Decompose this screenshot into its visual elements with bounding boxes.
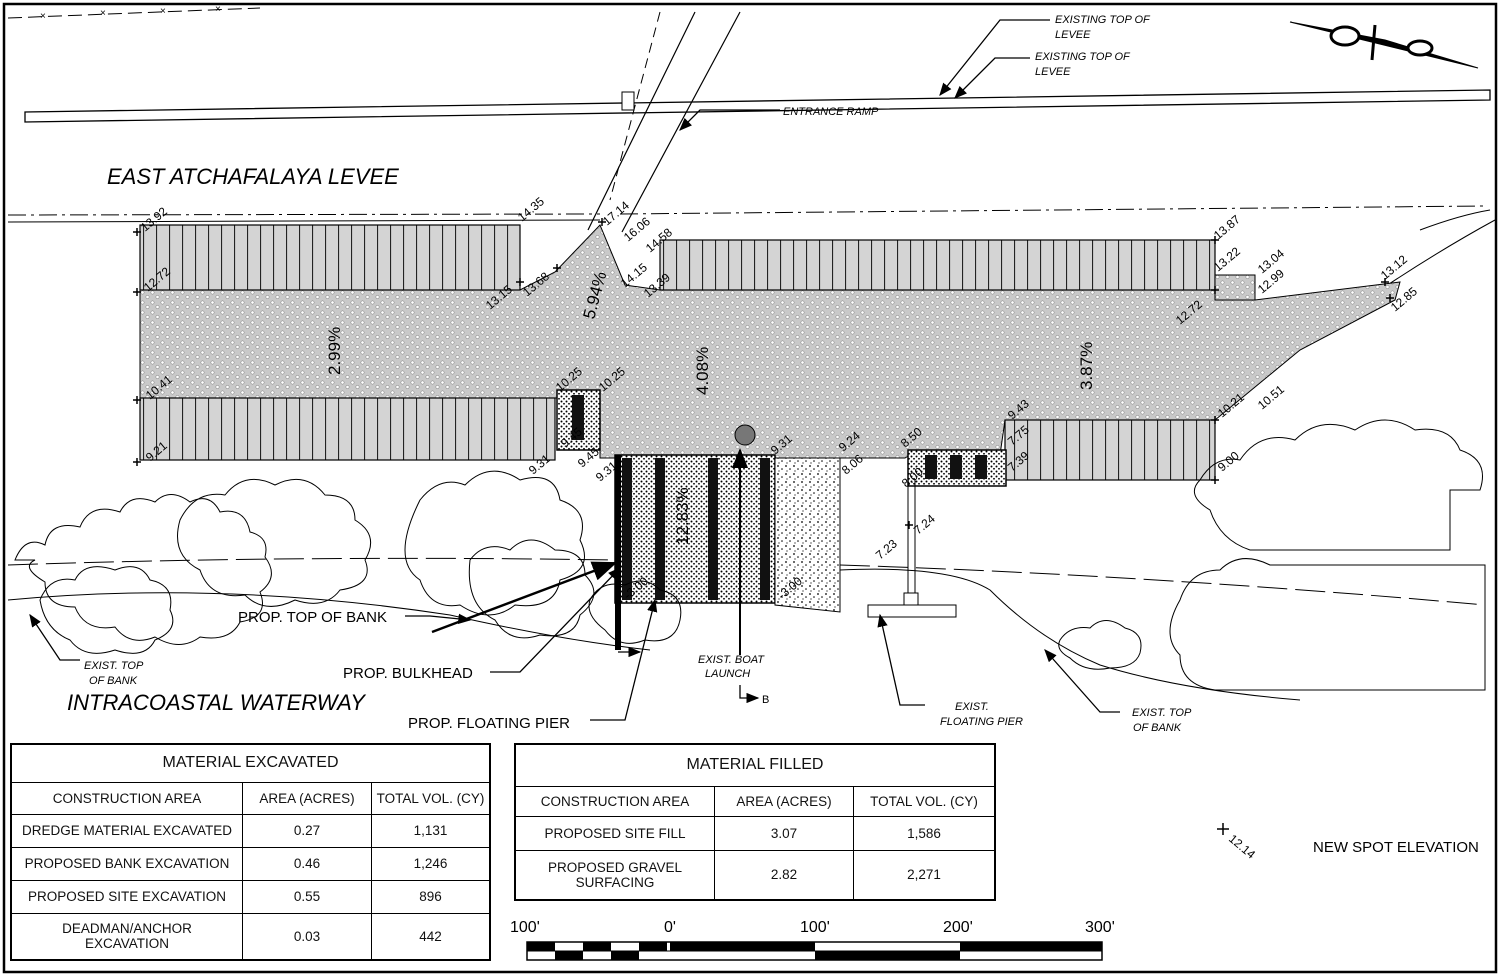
exist-floating-pier	[867, 604, 957, 618]
slope-label: 12.83%	[673, 487, 692, 545]
table-row: PROPOSED GRAVEL SURFACING 2.82 2,271	[514, 849, 996, 901]
svg-text:×: ×	[40, 11, 46, 22]
scale-tick-label: 100'	[800, 919, 830, 936]
parking-stalls-ne	[659, 239, 1216, 291]
prop-top-of-bank-label: PROP. TOP OF BANK	[238, 609, 387, 626]
levee-crest	[24, 89, 1491, 123]
parking-stalls-sw	[139, 397, 556, 461]
material-excavated-table: MATERIAL EXCAVATED CONSTRUCTION AREA ARE…	[10, 743, 491, 961]
entrance-ramp	[587, 11, 741, 233]
slope-label: 2.99%	[325, 327, 344, 375]
parking-stalls-se	[1004, 419, 1216, 481]
svg-text:FLOATING PIER: FLOATING PIER	[940, 716, 1023, 728]
levee-name-label: EAST ATCHAFALAYA LEVEE	[107, 164, 399, 189]
existing-top-of-levee-label-2: EXISTING TOP OF	[1035, 51, 1131, 63]
road-edge	[7, 205, 1486, 216]
svg-text:×: ×	[215, 4, 221, 15]
spot-elevation-label: 7.23	[873, 536, 900, 562]
table-row: DREDGE MATERIAL EXCAVATED 0.27 1,131	[10, 813, 491, 848]
fence-line	[7, 7, 261, 19]
tree-line-right	[1058, 419, 1486, 691]
existing-top-of-levee-label-1: EXISTING TOP OF	[1055, 14, 1151, 26]
scale-tick-label: 0'	[664, 919, 676, 936]
table-row: PROPOSED SITE EXCAVATION 0.55 896	[10, 879, 491, 914]
waterway-name-label: INTRACOASTAL WATERWAY	[67, 690, 366, 715]
svg-text:OF BANK: OF BANK	[1133, 722, 1182, 734]
table-row: PROPOSED SITE FILL 3.07 1,586	[514, 815, 996, 851]
column-header: TOTAL VOL. (CY)	[371, 781, 491, 815]
parking-stalls-nw	[139, 224, 521, 291]
svg-text:×: ×	[160, 6, 166, 17]
exist-boat-launch-label: EXIST. BOAT	[698, 654, 765, 666]
svg-text:OF BANK: OF BANK	[89, 675, 138, 687]
slope-label: 3.87%	[1077, 342, 1096, 390]
section-marker-label: B	[762, 694, 769, 706]
column-header: TOTAL VOL. (CY)	[853, 785, 996, 817]
table-row: DEADMAN/ANCHOR EXCAVATION 0.03 442	[10, 912, 491, 961]
svg-text:LAUNCH: LAUNCH	[705, 668, 750, 680]
prop-floating-pier-label: PROP. FLOATING PIER	[408, 715, 570, 732]
table-title: MATERIAL EXCAVATED	[10, 743, 491, 783]
scale-tick-label: 200'	[943, 919, 973, 936]
exist-floating-pier-label: EXIST.	[955, 701, 989, 713]
north-arrow-icon	[1289, 21, 1479, 69]
scale-tick-label: 100'	[510, 919, 540, 936]
scale-bar: 100' 0' 100' 200' 300'	[510, 919, 1115, 961]
exist-top-of-bank-left-label: EXIST. TOP	[84, 660, 144, 672]
scale-tick-label: 300'	[1085, 919, 1115, 936]
table-row: PROPOSED BANK EXCAVATION 0.46 1,246	[10, 846, 491, 881]
spot-elevation-label: 13.87	[1211, 212, 1243, 242]
svg-text:×: ×	[100, 8, 106, 19]
slope-label: 4.08%	[693, 347, 712, 395]
column-header: AREA (ACRES)	[714, 785, 854, 817]
spot-elevation-label: 13.12	[1378, 252, 1410, 282]
spot-elevation-label: 13.22	[1211, 244, 1243, 274]
exist-top-of-bank-line	[7, 557, 1486, 606]
column-header: CONSTRUCTION AREA	[514, 785, 715, 817]
legend-new-spot-elevation: NEW SPOT ELEVATION	[1313, 839, 1479, 856]
spot-elevation-label: 9.00	[1215, 448, 1242, 474]
proposed-bulkhead-area	[614, 454, 776, 604]
prop-bulkhead-label: PROP. BULKHEAD	[343, 665, 473, 682]
table-title: MATERIAL FILLED	[514, 743, 996, 787]
spot-elevation-label: 10.51	[1255, 382, 1287, 412]
svg-text:LEVEE: LEVEE	[1035, 66, 1071, 78]
spot-elevation-label: 17.14	[600, 198, 632, 228]
material-filled-table: MATERIAL FILLED CONSTRUCTION AREA AREA (…	[514, 743, 996, 901]
tree-line-left	[14, 470, 682, 654]
entrance-ramp-label: ENTRANCE RAMP	[783, 106, 879, 118]
column-header: AREA (ACRES)	[242, 781, 372, 815]
exist-top-of-bank-right-label: EXIST. TOP	[1132, 707, 1192, 719]
exist-boat-launch-area	[774, 457, 841, 613]
svg-text:LEVEE: LEVEE	[1055, 29, 1091, 41]
legend-sample-elevation: 12.14	[1226, 832, 1258, 862]
column-header: CONSTRUCTION AREA	[10, 781, 243, 815]
